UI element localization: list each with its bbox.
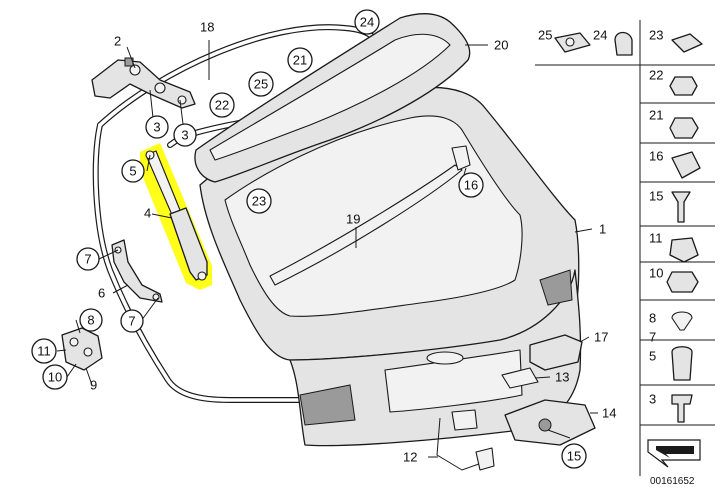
svg-text:23: 23 bbox=[252, 194, 266, 209]
legend-label-15: 15 bbox=[649, 189, 663, 204]
svg-text:1: 1 bbox=[599, 222, 606, 237]
svg-text:16: 16 bbox=[464, 178, 478, 193]
callout-9: 9 bbox=[90, 378, 97, 393]
svg-text:5: 5 bbox=[649, 349, 656, 364]
svg-text:22: 22 bbox=[215, 98, 229, 113]
callout-8: 8 bbox=[79, 308, 103, 332]
legend-label-25: 25 bbox=[538, 28, 552, 43]
svg-text:19: 19 bbox=[346, 212, 360, 227]
callout-25: 25 bbox=[248, 71, 274, 97]
legend-label-5: 5 bbox=[649, 349, 656, 364]
svg-text:11: 11 bbox=[37, 344, 51, 359]
svg-text:22: 22 bbox=[649, 68, 663, 83]
legend-label-7: 7 bbox=[649, 330, 656, 345]
svg-text:10: 10 bbox=[48, 370, 62, 385]
callout-7b: 7 bbox=[120, 309, 144, 333]
svg-text:16: 16 bbox=[649, 149, 663, 164]
svg-text:4: 4 bbox=[144, 206, 151, 221]
callout-4: 4 bbox=[144, 206, 151, 221]
callout-1: 1 bbox=[599, 222, 606, 237]
callout-20: 20 bbox=[494, 38, 508, 53]
tailgate-latch bbox=[436, 334, 596, 471]
svg-text:13: 13 bbox=[555, 370, 569, 385]
lock-striker bbox=[61, 327, 103, 371]
callout-5: 5 bbox=[121, 159, 145, 183]
svg-text:8: 8 bbox=[87, 313, 94, 328]
callout-15: 15 bbox=[561, 443, 587, 469]
callout-21: 21 bbox=[287, 47, 313, 73]
legend-label-24: 24 bbox=[593, 28, 607, 43]
svg-text:11: 11 bbox=[649, 231, 663, 246]
legend-frame bbox=[535, 20, 715, 476]
svg-text:5: 5 bbox=[129, 164, 136, 179]
callout-11: 11 bbox=[31, 338, 57, 364]
callout-7a: 7 bbox=[76, 247, 100, 271]
callout-24: 24 bbox=[354, 9, 380, 35]
svg-text:10: 10 bbox=[649, 266, 663, 281]
svg-text:18: 18 bbox=[200, 20, 214, 35]
callout-18: 18 bbox=[200, 20, 214, 35]
callout-3b: 3 bbox=[173, 123, 197, 147]
svg-text:7: 7 bbox=[84, 252, 91, 267]
legend-label-21: 21 bbox=[649, 108, 663, 123]
svg-text:24: 24 bbox=[360, 15, 374, 30]
legend-label-23: 23 bbox=[649, 28, 663, 43]
svg-text:17: 17 bbox=[594, 330, 608, 345]
callout-10: 10 bbox=[42, 364, 68, 390]
svg-text:20: 20 bbox=[494, 38, 508, 53]
svg-text:7: 7 bbox=[128, 314, 135, 329]
legend-label-10: 10 bbox=[649, 266, 663, 281]
gas-strut bbox=[145, 150, 208, 281]
svg-text:15: 15 bbox=[649, 189, 663, 204]
window-trim bbox=[269, 145, 471, 286]
svg-text:6: 6 bbox=[98, 286, 105, 301]
legend-label-8: 8 bbox=[649, 311, 656, 326]
callout-16: 16 bbox=[458, 172, 484, 198]
fastener-icons bbox=[554, 31, 703, 423]
svg-text:15: 15 bbox=[567, 449, 581, 464]
svg-text:3: 3 bbox=[649, 392, 656, 407]
legend-label-22: 22 bbox=[649, 68, 663, 83]
callout-22: 22 bbox=[209, 92, 235, 118]
callout-12: 12 bbox=[403, 450, 417, 465]
callout-23: 23 bbox=[246, 188, 272, 214]
svg-text:25: 25 bbox=[254, 77, 268, 92]
svg-text:2: 2 bbox=[114, 34, 121, 49]
svg-text:9: 9 bbox=[90, 378, 97, 393]
callout-17: 17 bbox=[594, 330, 608, 345]
callout-14: 14 bbox=[602, 406, 616, 421]
callout-6: 6 bbox=[98, 286, 105, 301]
legend-label-11: 11 bbox=[649, 231, 663, 246]
svg-text:24: 24 bbox=[593, 28, 607, 43]
legend-label-16: 16 bbox=[649, 149, 663, 164]
svg-text:3: 3 bbox=[181, 128, 188, 143]
callout-2: 2 bbox=[114, 34, 121, 49]
svg-text:21: 21 bbox=[293, 53, 307, 68]
svg-text:3: 3 bbox=[153, 120, 160, 135]
svg-text:12: 12 bbox=[403, 450, 417, 465]
svg-text:23: 23 bbox=[649, 28, 663, 43]
document-number: 00161652 bbox=[650, 476, 695, 487]
roof-spoiler bbox=[194, 12, 471, 183]
svg-text:14: 14 bbox=[602, 406, 616, 421]
callout-13: 13 bbox=[555, 370, 569, 385]
svg-text:7: 7 bbox=[649, 330, 656, 345]
hinge bbox=[91, 57, 196, 109]
svg-text:8: 8 bbox=[649, 311, 656, 326]
callout-3a: 3 bbox=[145, 115, 169, 139]
callout-19: 19 bbox=[346, 212, 360, 227]
svg-text:25: 25 bbox=[538, 28, 552, 43]
svg-text:21: 21 bbox=[649, 108, 663, 123]
legend-label-3: 3 bbox=[649, 392, 656, 407]
